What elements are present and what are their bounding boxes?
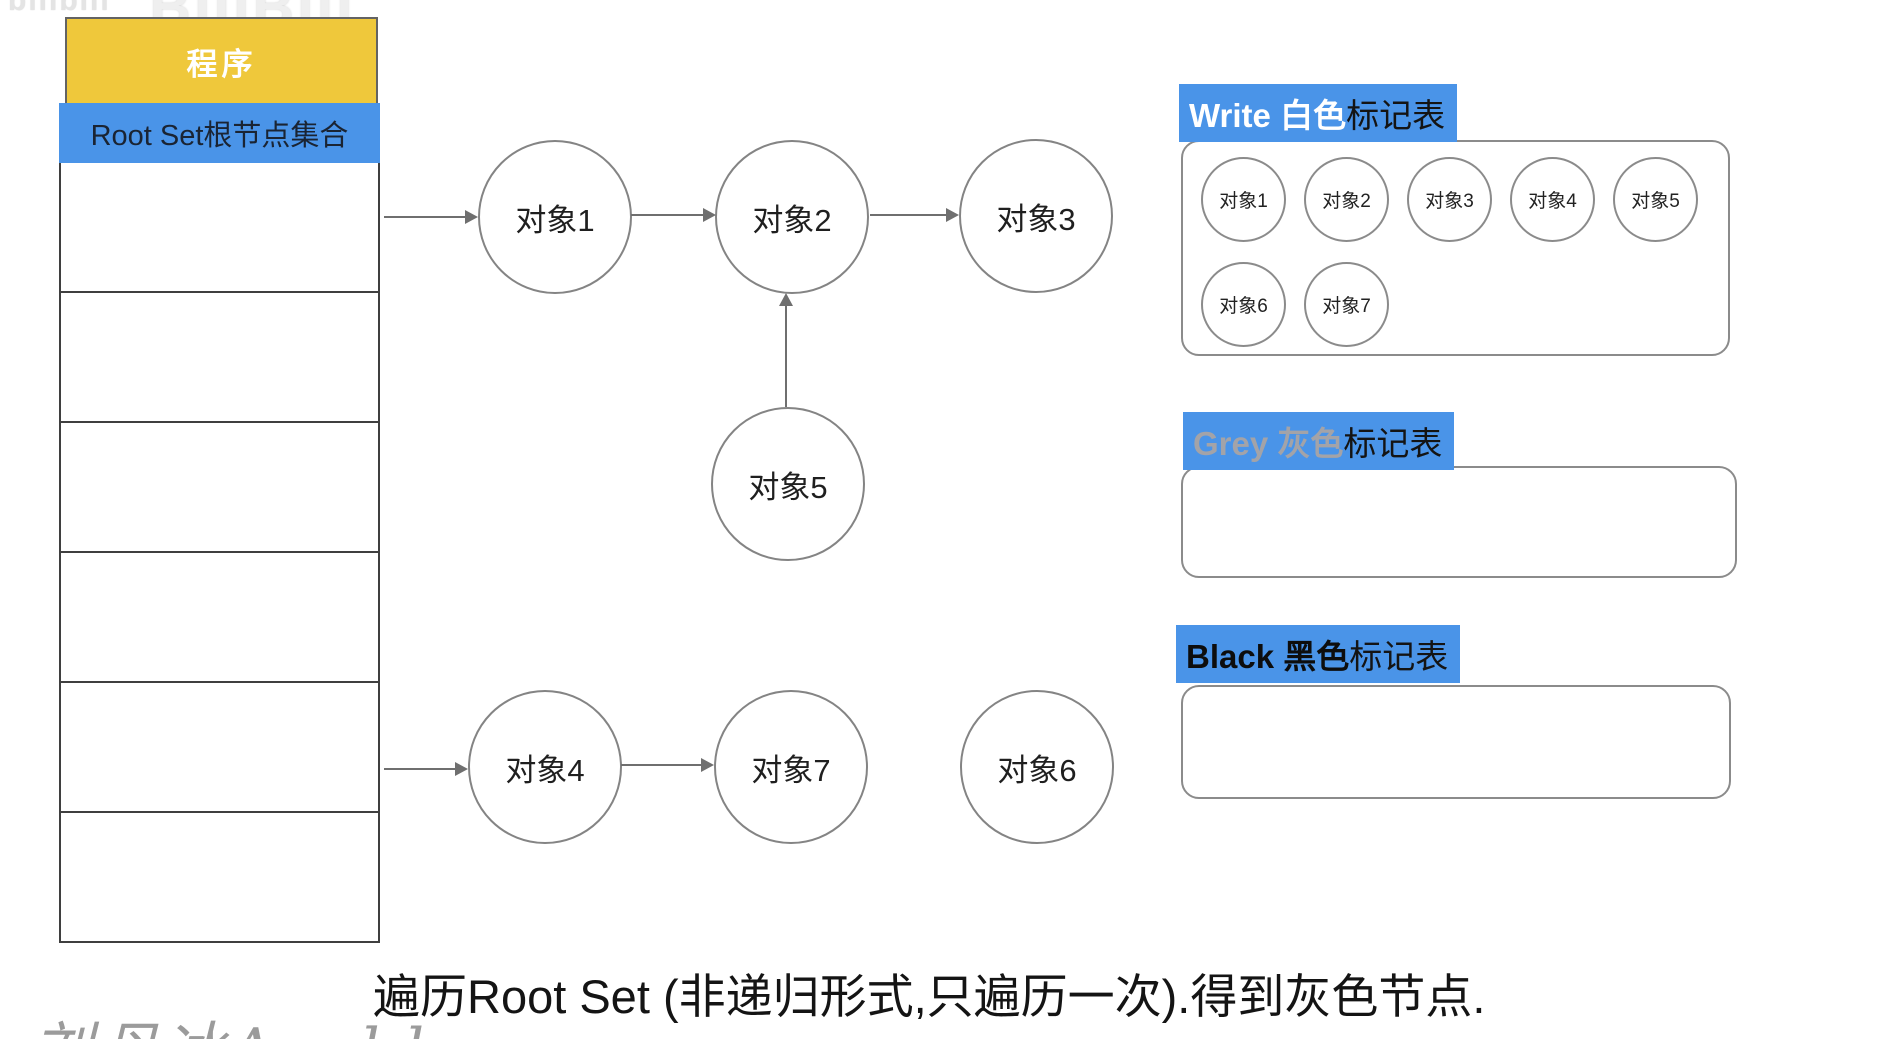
white-table-label: Write 白色标记表 (1179, 84, 1458, 142)
white-table-title-suffix: 标记表 (1346, 97, 1446, 134)
root-set-header: Root Set根节点集合 (59, 103, 380, 163)
white-item-obj4-label: 对象4 (1528, 191, 1577, 212)
arrow-obj1-to-obj2 (631, 208, 716, 222)
white-item-obj4: 对象4 (1510, 157, 1595, 242)
white-item-obj7-label: 对象7 (1322, 296, 1371, 317)
root-set-slot-5 (61, 681, 378, 811)
white-item-obj6: 对象6 (1201, 262, 1286, 347)
program-box: 程序 (65, 17, 378, 105)
white-item-obj5: 对象5 (1613, 157, 1698, 242)
white-item-obj2-label: 对象2 (1322, 191, 1371, 212)
node-obj1: 对象1 (478, 140, 632, 294)
root-set-label: Root Set根节点集合 (90, 120, 349, 152)
author-signature: 刘丹冰Aceld (32, 1002, 430, 1039)
white-item-obj1: 对象1 (1201, 157, 1286, 242)
grey-table-title: Grey 灰色 (1193, 425, 1344, 462)
white-item-obj7: 对象7 (1304, 262, 1389, 347)
black-table-label: Black 黑色标记表 (1176, 625, 1461, 683)
root-set-slot-3 (61, 421, 378, 551)
arrowhead-icon (779, 293, 793, 306)
node-obj6: 对象6 (960, 690, 1114, 844)
arrowhead-icon (703, 208, 716, 222)
program-label: 程序 (186, 46, 257, 82)
node-obj2: 对象2 (715, 140, 869, 294)
arrowhead-icon (701, 758, 714, 772)
black-marking-table (1181, 685, 1731, 799)
bilibili-watermark-text: bilibili (8, 0, 111, 17)
white-item-obj3-label: 对象3 (1425, 191, 1474, 212)
arrow-rootset-to-obj4 (384, 762, 468, 776)
node-obj4: 对象4 (468, 690, 622, 844)
arrow-obj5-to-obj2 (779, 293, 793, 407)
arrow-obj2-to-obj3 (870, 208, 959, 222)
white-item-obj3: 对象3 (1407, 157, 1492, 242)
node-obj2-label: 对象2 (752, 202, 832, 238)
node-obj1-label: 对象1 (515, 202, 595, 238)
root-set-slot-2 (61, 291, 378, 421)
black-table-title: Black 黑色 (1186, 638, 1350, 675)
white-item-obj5-label: 对象5 (1631, 191, 1680, 212)
grey-marking-table (1181, 466, 1737, 578)
root-set-slot-4 (61, 551, 378, 681)
node-obj7-label: 对象7 (751, 752, 831, 788)
white-item-obj1-label: 对象1 (1219, 191, 1268, 212)
node-obj6-label: 对象6 (997, 752, 1077, 788)
node-obj7: 对象7 (714, 690, 868, 844)
arrowhead-icon (465, 210, 478, 224)
arrow-obj4-to-obj7 (621, 758, 714, 772)
node-obj5: 对象5 (711, 407, 865, 561)
white-marking-table: 对象1 对象2 对象3 对象4 对象5 对象6 对象7 (1181, 140, 1730, 356)
root-set-table (59, 163, 380, 943)
arrowhead-icon (455, 762, 468, 776)
grey-table-title-suffix: 标记表 (1343, 425, 1443, 462)
white-table-title: Write 白色 (1189, 97, 1347, 134)
root-set-slot-6 (61, 811, 378, 941)
arrow-rootset-to-obj1 (384, 210, 478, 224)
node-obj5-label: 对象5 (748, 469, 828, 505)
caption-text: 遍历Root Set (非递归形式,只遍历一次).得到灰色节点. (373, 970, 1486, 1023)
white-item-obj2: 对象2 (1304, 157, 1389, 242)
black-table-title-suffix: 标记表 (1349, 638, 1449, 675)
arrowhead-icon (946, 208, 959, 222)
node-obj3: 对象3 (959, 139, 1113, 293)
node-obj3-label: 对象3 (996, 201, 1076, 237)
white-item-obj6-label: 对象6 (1219, 296, 1268, 317)
root-set-slot-1 (61, 163, 378, 291)
grey-table-label: Grey 灰色标记表 (1183, 412, 1455, 470)
node-obj4-label: 对象4 (505, 752, 585, 788)
